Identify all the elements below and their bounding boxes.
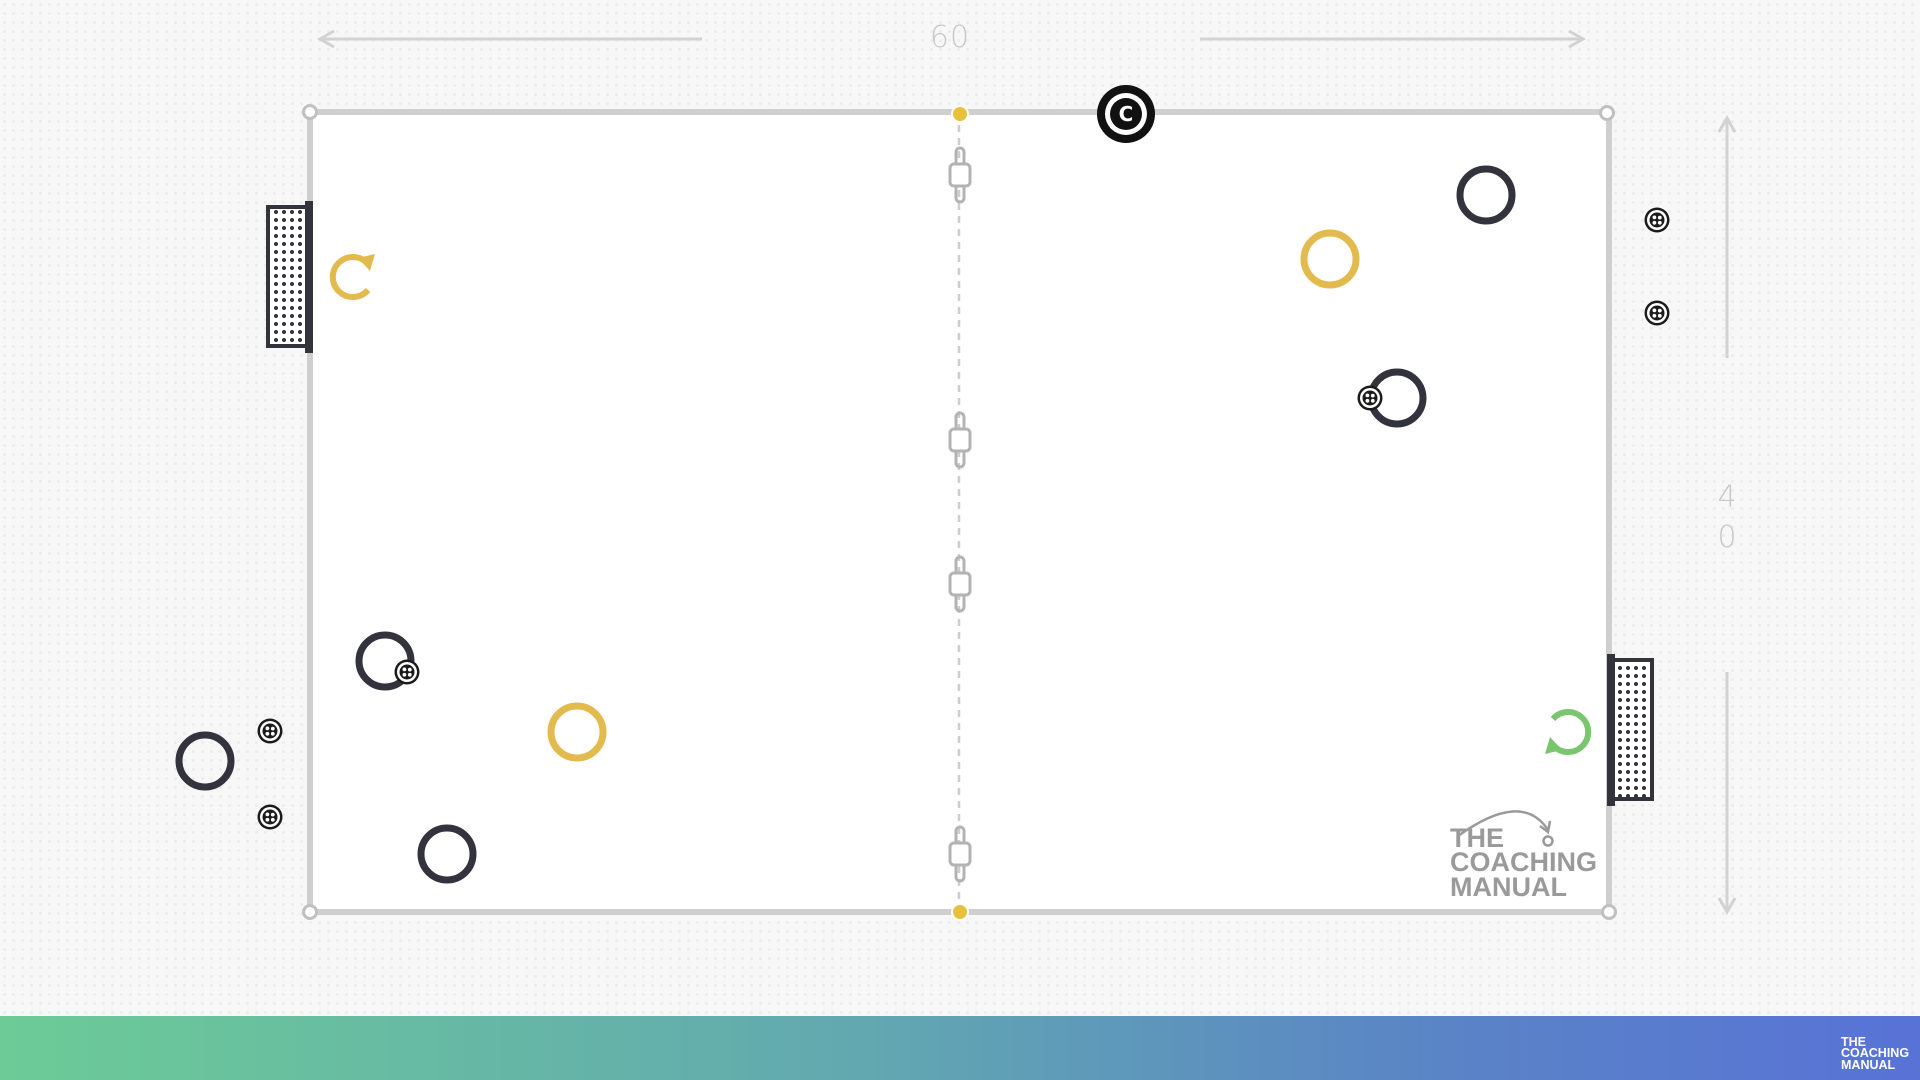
ball-1 [1644, 207, 1670, 233]
height-dimension-label: 40 [1700, 478, 1754, 558]
watermark-arrow-icon [1457, 810, 1554, 847]
watermark-line-1: THE [1450, 823, 1504, 853]
yellow-player-1 [1300, 229, 1360, 289]
yellow-player-2 [547, 702, 607, 762]
watermark-line-2: COACHING [1450, 847, 1597, 878]
ball-6 [257, 804, 283, 830]
height-dimension-value: 40 [1717, 480, 1737, 555]
coach-marker-label: C [1119, 102, 1134, 126]
width-dimension-label: 60 [929, 20, 971, 55]
corner-markers [302, 104, 1617, 920]
right-goal [1607, 654, 1654, 806]
yellow-goalkeeper [329, 254, 375, 300]
ball-3 [1357, 385, 1383, 411]
width-dimension-arrows [316, 29, 1587, 49]
halfway-top-dot [951, 105, 969, 123]
footer-logo-line-3: MANUAL [1841, 1057, 1896, 1072]
ball-5 [257, 718, 283, 744]
dark-player-5 [417, 824, 477, 884]
height-dimension-arrows [1717, 114, 1737, 916]
left-goal [266, 201, 313, 353]
dark-player-1 [1456, 165, 1516, 225]
coach-marker: C [1097, 85, 1155, 143]
halfway-bottom-dot [951, 903, 969, 921]
green-goalkeeper [1545, 709, 1592, 755]
watermark-line-3: MANUAL [1450, 871, 1567, 902]
ball-2 [1644, 300, 1670, 326]
session-diagram: C [175, 29, 1737, 921]
footer-logo-line-1: THE [1841, 1035, 1866, 1049]
coaching-manual-watermark: THE COACHING MANUAL [1450, 823, 1597, 902]
footer-bar [0, 1016, 1920, 1080]
footer-logo-line-2: COACHING [1841, 1046, 1910, 1061]
yellow-team [547, 229, 1360, 762]
dark-player-4 [175, 731, 235, 791]
footer-logo: THE COACHING MANUAL [1841, 1035, 1910, 1072]
ball-4 [394, 659, 420, 685]
